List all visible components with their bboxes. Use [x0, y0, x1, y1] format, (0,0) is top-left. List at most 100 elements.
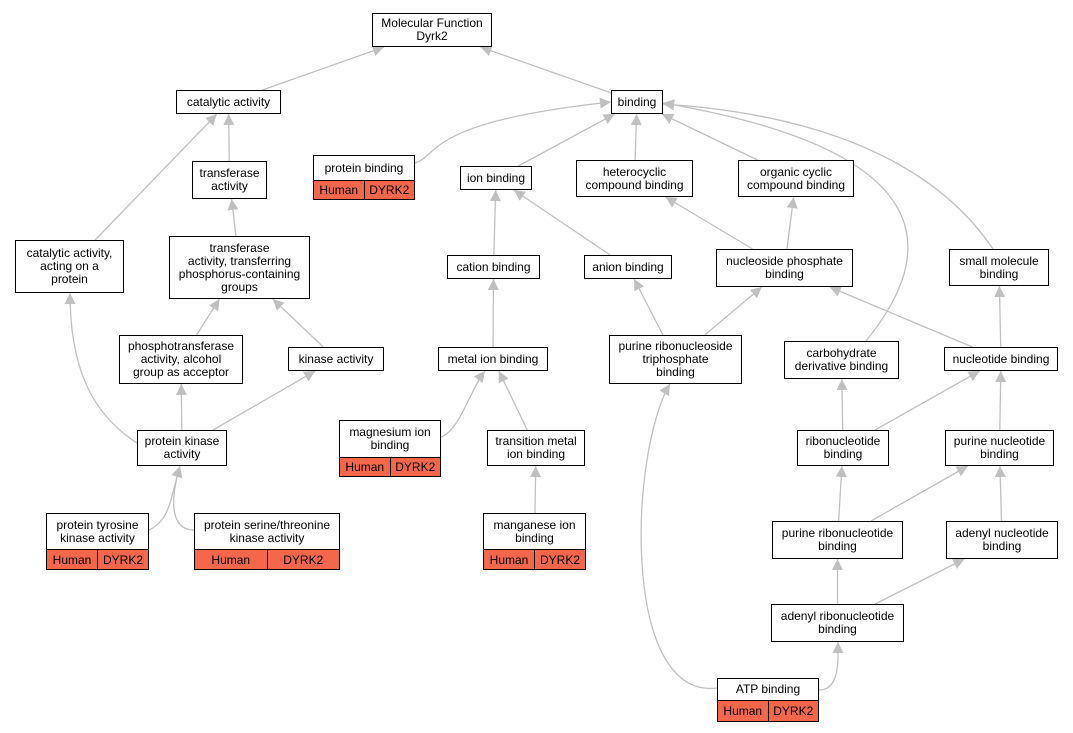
- go-term-label: protein serine/threonine kinase activity: [203, 517, 331, 545]
- go-term-catalytic[interactable]: catalytic activity: [176, 90, 281, 114]
- edge-arrowhead: [630, 114, 642, 126]
- edge-arrowhead: [995, 371, 1007, 383]
- edge-arrowhead: [749, 287, 762, 299]
- go-term-binding[interactable]: binding: [611, 90, 663, 114]
- go-term-carbohydrate[interactable]: carbohydrate derivative binding: [784, 341, 899, 379]
- edge-arrowhead: [634, 279, 645, 292]
- go-term-ion-binding[interactable]: ion binding: [460, 166, 532, 190]
- go-term-label: manganese ion binding: [493, 517, 576, 545]
- edge-arrowhead: [175, 384, 187, 396]
- go-term-nucleoside-phosphate[interactable]: nucleoside phosphate binding: [716, 249, 853, 287]
- edge-anion-binding-to-ion-binding: [513, 189, 611, 256]
- species-cell: Human: [340, 458, 390, 476]
- go-term-label: carbohydrate derivative binding: [794, 346, 889, 373]
- edge-arrowhead: [835, 466, 847, 478]
- edge-arrowhead: [661, 113, 675, 124]
- edge-arrowhead: [994, 466, 1006, 478]
- go-term-nucleotide[interactable]: nucleotide binding: [944, 347, 1058, 371]
- edge-protein-kinase-to-kinase: [212, 370, 316, 431]
- gene-cell: DYRK2: [363, 181, 414, 199]
- edge-arrowhead: [205, 114, 217, 126]
- go-term-label: protein tyrosine kinase activity: [56, 517, 139, 545]
- edge-arrowhead: [208, 299, 220, 312]
- gene-cell: DYRK2: [534, 550, 585, 569]
- go-term-label: small molecule binding: [959, 253, 1039, 281]
- go-term-protein-kinase[interactable]: protein kinase activity: [137, 430, 227, 466]
- go-term-metal-ion[interactable]: metal ion binding: [438, 347, 548, 371]
- edge-arrowhead: [994, 286, 1006, 298]
- go-term-anion-binding[interactable]: anion binding: [584, 255, 672, 279]
- go-term-label: phosphotransferase activity, alcohol gro…: [127, 339, 235, 379]
- go-term-small-molecule[interactable]: small molecule binding: [949, 249, 1049, 286]
- go-term-label: magnesium ion binding: [349, 425, 431, 452]
- edge-arrowhead: [659, 384, 670, 397]
- edge-arrowhead: [836, 379, 848, 391]
- go-term-label: catalytic activity, acting on a protein: [26, 246, 113, 286]
- edge-cat-protein-to-catalytic: [94, 113, 218, 241]
- species-cell: Human: [484, 550, 534, 569]
- go-term-phosphotransferase[interactable]: phosphotransferase activity, alcohol gro…: [119, 335, 243, 384]
- edge-protein-binding-to-binding: [414, 101, 612, 164]
- edge-magnesium-to-metal-ion: [440, 370, 486, 438]
- go-term-purine-nucleotide[interactable]: purine nucleotide binding: [945, 430, 1054, 466]
- go-term-heterocyclic[interactable]: heterocyclic compound binding: [576, 160, 693, 197]
- edge-small-molecule-to-binding: [662, 103, 994, 250]
- go-term-label: ribonucleotide binding: [805, 434, 881, 461]
- go-term-label: protein kinase activity: [144, 434, 220, 461]
- go-term-transferase[interactable]: transferase activity: [192, 161, 267, 199]
- go-term-label: purine nucleotide binding: [953, 434, 1046, 461]
- go-term-transferase-p[interactable]: transferase activity, transferring phosp…: [169, 236, 310, 299]
- gene-cell: DYRK2: [266, 550, 339, 569]
- edge-arrowhead: [302, 371, 316, 382]
- edge-arrowhead: [665, 197, 678, 208]
- edge-carbohydrate-to-binding: [662, 102, 909, 342]
- gene-cell: DYRK2: [97, 550, 148, 569]
- edge-adenyl-ribonucleotide-to-adenyl-nucleotide: [874, 558, 965, 605]
- edge-atp-to-purine-ribo-tp: [640, 383, 718, 689]
- edge-ribonucleotide-to-nucleotide: [874, 370, 981, 431]
- go-term-label: Molecular Function Dyrk2: [381, 16, 483, 43]
- go-term-mf[interactable]: Molecular Function Dyrk2: [372, 13, 492, 47]
- edge-ion-binding-to-binding: [517, 113, 616, 167]
- go-term-ribonucleotide[interactable]: ribonucleotide binding: [797, 430, 889, 466]
- go-term-cat-protein[interactable]: catalytic activity, acting on a protein: [15, 240, 124, 293]
- go-term-kinase[interactable]: kinase activity: [288, 347, 384, 371]
- go-term-label: catalytic activity: [186, 94, 271, 109]
- go-term-label: ion binding: [466, 170, 526, 185]
- go-term-adenyl-ribonucleotide[interactable]: adenyl ribonucleotide binding: [771, 604, 904, 642]
- edge-arrowhead: [371, 45, 384, 56]
- edge-arrowhead: [272, 299, 285, 311]
- go-term-label: adenyl ribonucleotide binding: [780, 609, 895, 636]
- go-term-label: purine ribonucleotide binding: [781, 526, 894, 553]
- go-term-purine-ribonucleotide[interactable]: purine ribonucleotide binding: [772, 521, 903, 559]
- edge-arrowhead: [832, 642, 844, 653]
- go-term-label: transferase activity, transferring phosp…: [178, 240, 301, 294]
- go-term-label: purine ribonucleoside triphosphate bindi…: [618, 339, 733, 379]
- edge-arrowhead: [832, 559, 843, 570]
- edge-nucleotide-to-nucleoside-phosphate: [829, 286, 973, 348]
- edge-arrowhead: [487, 279, 499, 291]
- edge-arrowhead: [663, 99, 675, 111]
- go-term-transition-metal[interactable]: transition metal ion binding: [487, 430, 585, 466]
- go-term-serthr[interactable]: protein serine/threonine kinase activity…: [194, 513, 340, 570]
- edge-arrowhead: [967, 371, 980, 382]
- edge-arrowhead: [489, 190, 501, 202]
- edge-arrowhead: [602, 114, 615, 125]
- gene-cell: DYRK2: [767, 701, 818, 721]
- go-term-purine-ribo-tp[interactable]: purine ribonucleoside triphosphate bindi…: [609, 335, 742, 384]
- go-term-organic-cyclic[interactable]: organic cyclic compound binding: [738, 160, 854, 197]
- go-term-label: kinase activity: [298, 351, 374, 366]
- go-term-cation-binding[interactable]: cation binding: [447, 255, 540, 279]
- go-term-adenyl-nucleotide[interactable]: adenyl nucleotide binding: [946, 521, 1058, 559]
